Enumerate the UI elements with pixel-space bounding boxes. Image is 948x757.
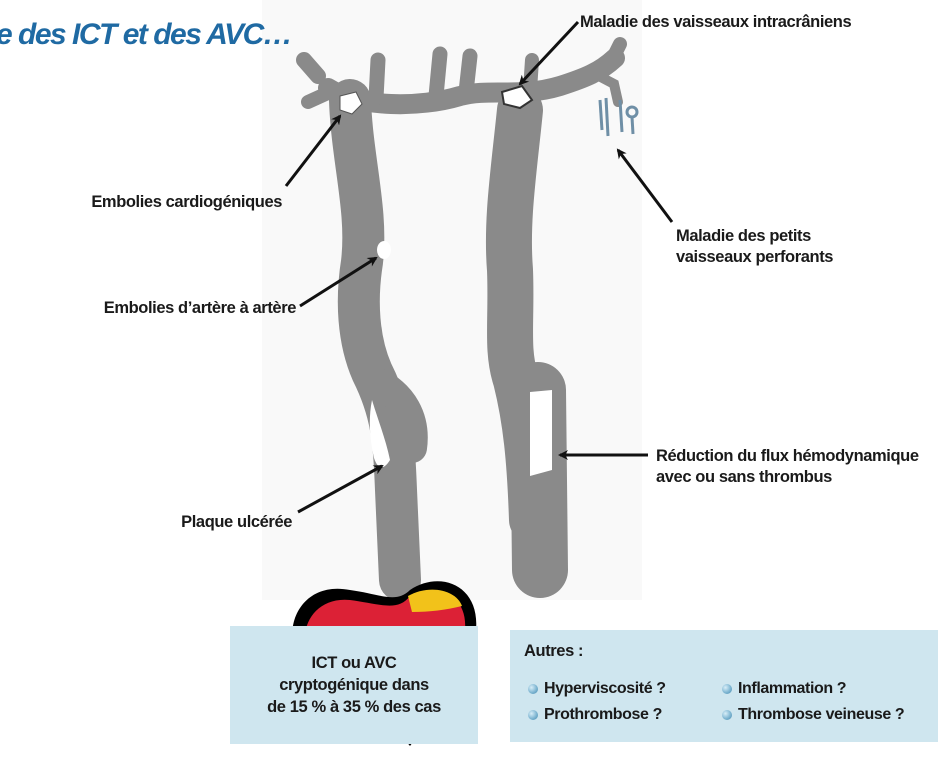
- label-small-vessels-line1: Maladie des petits: [676, 226, 833, 247]
- right-cerebral-branch: [612, 44, 620, 60]
- other-cause-label: Thrombose veineuse ?: [738, 706, 904, 724]
- cryptogenic-line1: ICT ou AVC: [312, 652, 397, 674]
- arch-branch: [466, 56, 470, 92]
- label-hemodynamic-line2: avec ou sans thrombus: [656, 467, 919, 488]
- cryptogenic-line2: cryptogénique dans: [279, 674, 429, 696]
- other-cause-label: Prothrombose ?: [544, 706, 662, 724]
- arch-branch: [376, 60, 378, 98]
- left-cerebral-branch: [308, 92, 330, 102]
- diagram-title: e des ICT et des AVC…: [0, 18, 291, 52]
- other-causes-box: Autres : Hyperviscosité ? Inflammation ?…: [510, 630, 938, 742]
- label-small-vessels: Maladie des petits vaisseaux perforants: [676, 226, 833, 268]
- other-causes-heading: Autres :: [524, 642, 583, 661]
- bullet-icon: [722, 684, 732, 694]
- bullet-icon: [528, 710, 538, 720]
- bullet-icon: [722, 710, 732, 720]
- label-artery-to-artery: Embolies d’artère à artère: [60, 298, 296, 319]
- label-ulcerated-plaque: Plaque ulcérée: [150, 512, 292, 533]
- bullet-icon: [528, 684, 538, 694]
- other-cause-item: Inflammation ?: [722, 680, 846, 698]
- cryptogenic-box: ICT ou AVC cryptogénique dans de 15 % à …: [230, 626, 478, 744]
- hemodynamic-thrombus: [530, 390, 552, 476]
- other-cause-label: Hyperviscosité ?: [544, 680, 666, 698]
- other-cause-item: Prothrombose ?: [528, 706, 662, 724]
- left-cerebral-branch: [304, 60, 318, 76]
- label-cardiogenic-emboli: Embolies cardiogéniques: [68, 192, 282, 213]
- other-cause-label: Inflammation ?: [738, 680, 846, 698]
- other-cause-item: Hyperviscosité ?: [528, 680, 666, 698]
- label-hemodynamic: Réduction du flux hémodynamique avec ou …: [656, 446, 919, 488]
- arch-branch: [436, 54, 440, 96]
- label-intracranial-disease: Maladie des vaisseaux intracrâniens: [580, 12, 851, 33]
- label-small-vessels-line2: vaisseaux perforants: [676, 247, 833, 268]
- other-cause-item: Thrombose veineuse ?: [722, 706, 904, 724]
- label-hemodynamic-line1: Réduction du flux hémodynamique: [656, 446, 919, 467]
- cryptogenic-line3: de 15 % à 35 % des cas: [267, 696, 441, 718]
- artery-embolus: [377, 241, 391, 259]
